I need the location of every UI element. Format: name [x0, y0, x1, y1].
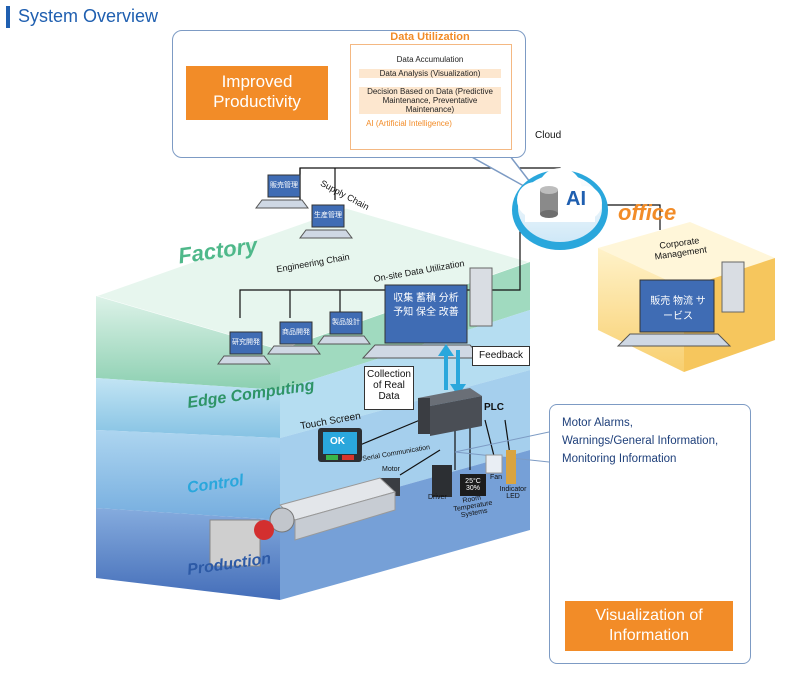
- supply-laptop-2-text: 生産管理: [314, 212, 342, 219]
- temp-display: 25°C 30%: [465, 478, 481, 492]
- row-decision: Decision Based on Data (Predictive Maint…: [359, 87, 501, 114]
- engineering-laptops: [217, 311, 371, 365]
- row-analysis: Data Analysis (Visualization): [359, 69, 501, 78]
- row-ai: AI (Artificial Intelligence): [366, 119, 452, 128]
- motor-actuator: [269, 477, 400, 541]
- office-label: office: [618, 200, 677, 225]
- ai-label: AI: [566, 188, 586, 210]
- viz-connector: [454, 431, 550, 453]
- motor-label: Motor: [382, 466, 400, 473]
- fan-label: Fan: [490, 474, 503, 481]
- title-accent-bar: [6, 6, 10, 28]
- heater-block: [209, 519, 274, 567]
- touch-screen-device: [318, 428, 362, 462]
- row-accumulation: Data Accumulation: [396, 55, 464, 64]
- data-arrows: [438, 344, 466, 396]
- viz-info-line: Motor Alarms,: [562, 417, 633, 429]
- supply-laptops: [255, 174, 353, 239]
- eng-laptop-2-text: 商品開発: [282, 329, 310, 336]
- cloud-label: Cloud: [535, 130, 562, 141]
- visualization-label: Visualization of Information: [565, 601, 733, 651]
- viz-info-line: Warnings/General Information,: [562, 435, 719, 447]
- indicator-led-label: Indicator LED: [499, 486, 527, 500]
- office-screen-text: 販売 物流 サービス: [650, 296, 706, 322]
- ok-label: OK: [330, 436, 345, 447]
- onsite-laptop-text: 収集 蓄積 分析 予知 保全 改善: [393, 293, 459, 318]
- feedback-callout: Feedback: [472, 346, 530, 366]
- eng-laptop-1-text: 研究開発: [232, 339, 260, 346]
- collection-callout: Collection of Real Data: [364, 366, 414, 410]
- data-utilization-title: Data Utilization: [390, 31, 470, 43]
- data-utilization-box: Data Accumulation Data Analysis (Visuali…: [350, 44, 512, 150]
- cloud-icon: [512, 168, 608, 250]
- plc-label: PLC: [484, 402, 504, 413]
- onsite-laptop: [361, 267, 493, 359]
- viz-info-text: Motor Alarms, Warnings/General Informati…: [562, 414, 742, 468]
- improved-productivity-label: Improved Productivity: [186, 66, 328, 120]
- supply-laptop-1-text: 販売管理: [270, 182, 298, 189]
- eng-laptop-3-text: 製品設計: [332, 319, 360, 326]
- control-devices: [432, 450, 516, 497]
- database-icon: [540, 186, 558, 218]
- page-title: System Overview: [18, 6, 159, 26]
- plc-device: [418, 388, 482, 436]
- viz-info-line: Monitoring Information: [562, 453, 677, 465]
- office-laptop: [616, 261, 745, 347]
- driver-label: Driver: [428, 494, 447, 501]
